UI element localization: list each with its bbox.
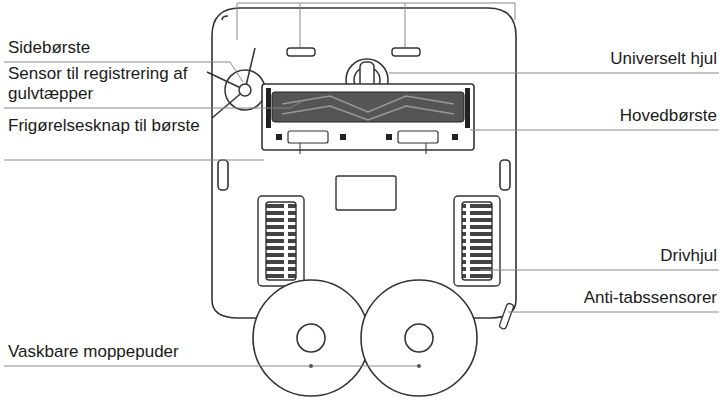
main-brush-label: Hovedbørste xyxy=(620,106,717,126)
universal-wheel-label: Universelt hjul xyxy=(610,49,717,69)
side-brush-label: Sidebørste xyxy=(8,38,223,58)
anti-drop-sensor-label: Anti-tabssensorer xyxy=(584,288,717,308)
leader-dots xyxy=(309,364,421,368)
cliff-sensors xyxy=(287,48,420,56)
anti-drop-sensor xyxy=(499,303,514,330)
battery-cover xyxy=(336,176,396,210)
main-brush xyxy=(262,84,474,154)
carpet-sensor-label: Sensor til registrering af gulvtæpper xyxy=(8,64,206,103)
drive-wheel-label: Drivhjul xyxy=(660,246,717,266)
drive-wheels xyxy=(258,196,500,286)
leader-lines xyxy=(4,3,719,366)
mop-pads xyxy=(253,280,477,396)
robot-body xyxy=(212,8,516,318)
brush-release-label: Frigørelsesknap til børste xyxy=(8,116,206,136)
mop-pad-label: Vaskbare moppepuder xyxy=(8,342,298,362)
